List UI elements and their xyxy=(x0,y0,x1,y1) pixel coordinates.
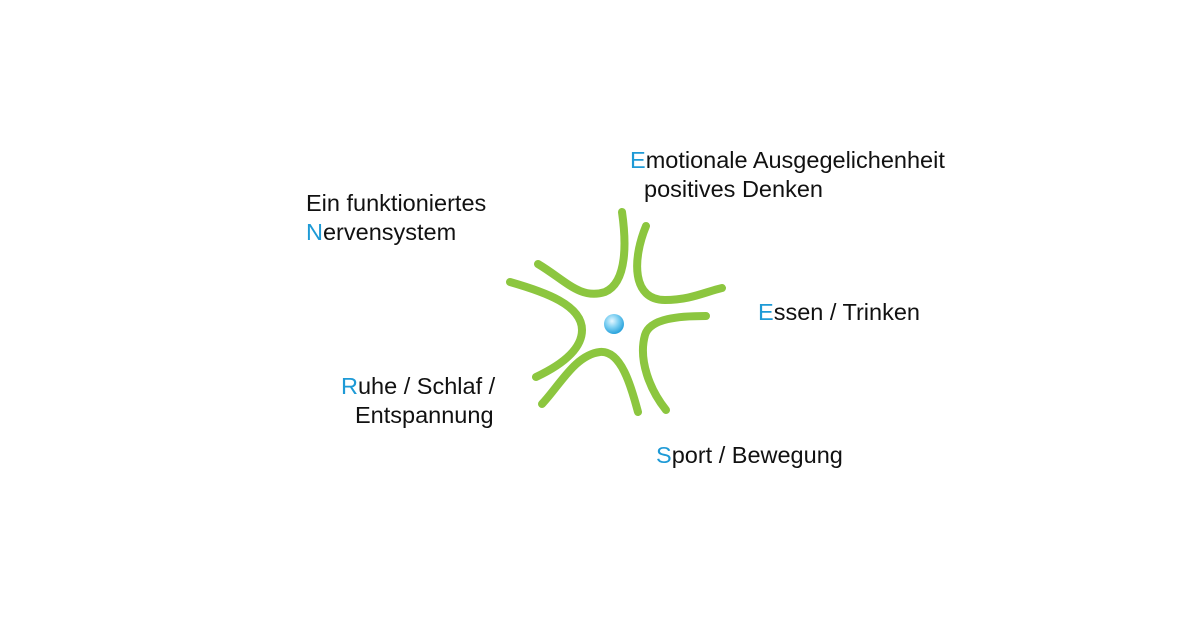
dendrite-top-right xyxy=(633,222,726,305)
dendrite-left xyxy=(506,278,587,381)
label-text: ervensystem xyxy=(322,219,457,245)
acronym-letter: E xyxy=(758,299,774,325)
label-food: Essen / Trinken xyxy=(758,298,920,327)
acronym-letter: S xyxy=(656,442,672,468)
label-sport: Sport / Bewegung xyxy=(656,441,843,470)
label-emotion: Emotionale Ausgegelichenheit positives D… xyxy=(630,146,945,204)
nucleus-icon xyxy=(604,314,624,334)
label-text: port / Bewegung xyxy=(671,442,843,468)
label-text: uhe / Schlaf / xyxy=(357,373,496,399)
acronym-letter: N xyxy=(306,219,323,245)
dendrite-bottom xyxy=(538,348,642,416)
acronym-letter: R xyxy=(341,373,358,399)
label-text: Entspannung xyxy=(355,402,494,428)
acronym-letter: E xyxy=(630,147,646,173)
label-nervous-system: Ein funktioniertes Nervensystem xyxy=(306,189,486,247)
label-text: positives Denken xyxy=(644,176,823,202)
dendrite-top-left xyxy=(534,208,629,298)
dendrite-right xyxy=(638,312,710,414)
label-text: motionale Ausgegelichenheit xyxy=(645,147,945,173)
label-text: ssen / Trinken xyxy=(773,299,920,325)
label-rest: Ruhe / Schlaf / Entspannung xyxy=(341,372,495,430)
label-text: Ein funktioniertes xyxy=(306,190,487,216)
